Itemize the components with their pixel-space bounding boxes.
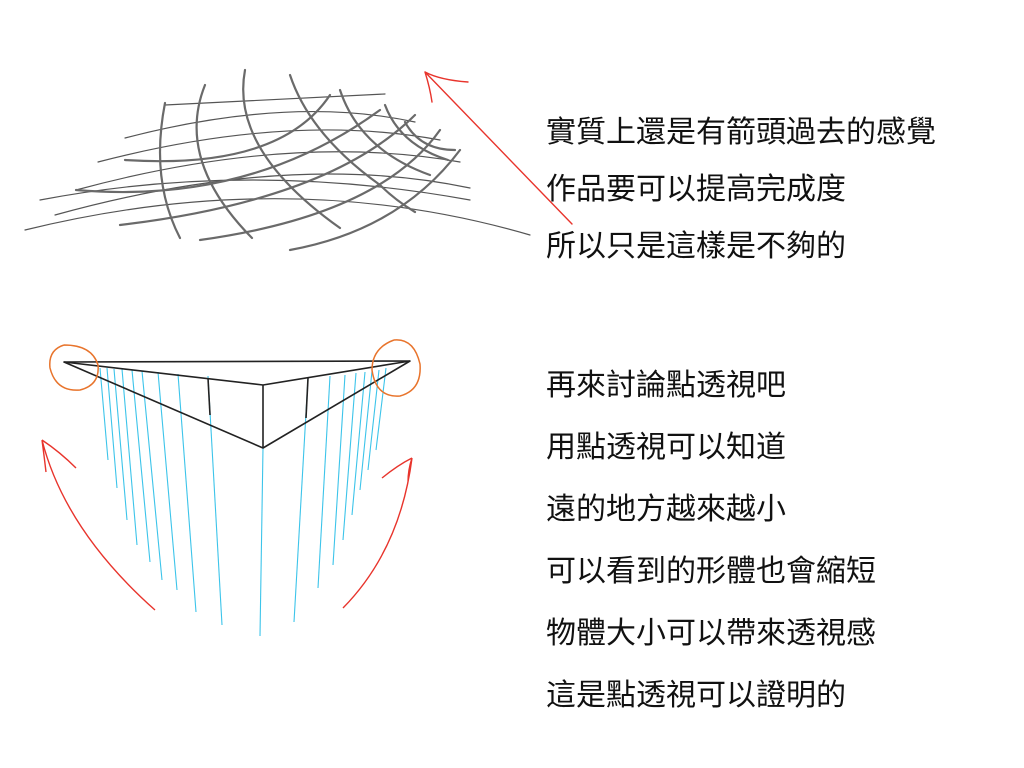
red-curved-arrows xyxy=(41,439,413,611)
text-line: 遠的地方越來越小 xyxy=(546,492,786,527)
perspective-text-block: 再來討論點透視吧 用點透視可以知道 遠的地方越來越小 可以看到的形體也會縮短 物… xyxy=(546,371,876,743)
text-line: 用點透視可以知道 xyxy=(546,430,786,465)
text-line: 實質上還是有箭頭過去的感覺 xyxy=(546,115,936,150)
curved-grid-plane xyxy=(24,68,573,252)
intro-text-block: 實質上還是有箭頭過去的感覺 作品要可以提高完成度 所以只是這樣是不夠的 xyxy=(546,118,936,289)
red-arrow-top xyxy=(424,71,573,225)
cyan-vertical-lines xyxy=(99,367,387,637)
point-perspective-diagram xyxy=(41,339,421,637)
text-line: 所以只是這樣是不夠的 xyxy=(546,229,846,264)
text-line: 這是點透視可以證明的 xyxy=(546,678,846,713)
perspective-triangle xyxy=(63,360,411,449)
text-line: 可以看到的形體也會縮短 xyxy=(546,554,876,589)
text-line: 物體大小可以帶來透視感 xyxy=(546,616,876,651)
orange-vanishing-circles xyxy=(49,339,421,397)
grid-thick-lines xyxy=(74,68,462,252)
text-line: 再來討論點透視吧 xyxy=(546,368,786,403)
text-line: 作品要可以提高完成度 xyxy=(546,172,846,207)
